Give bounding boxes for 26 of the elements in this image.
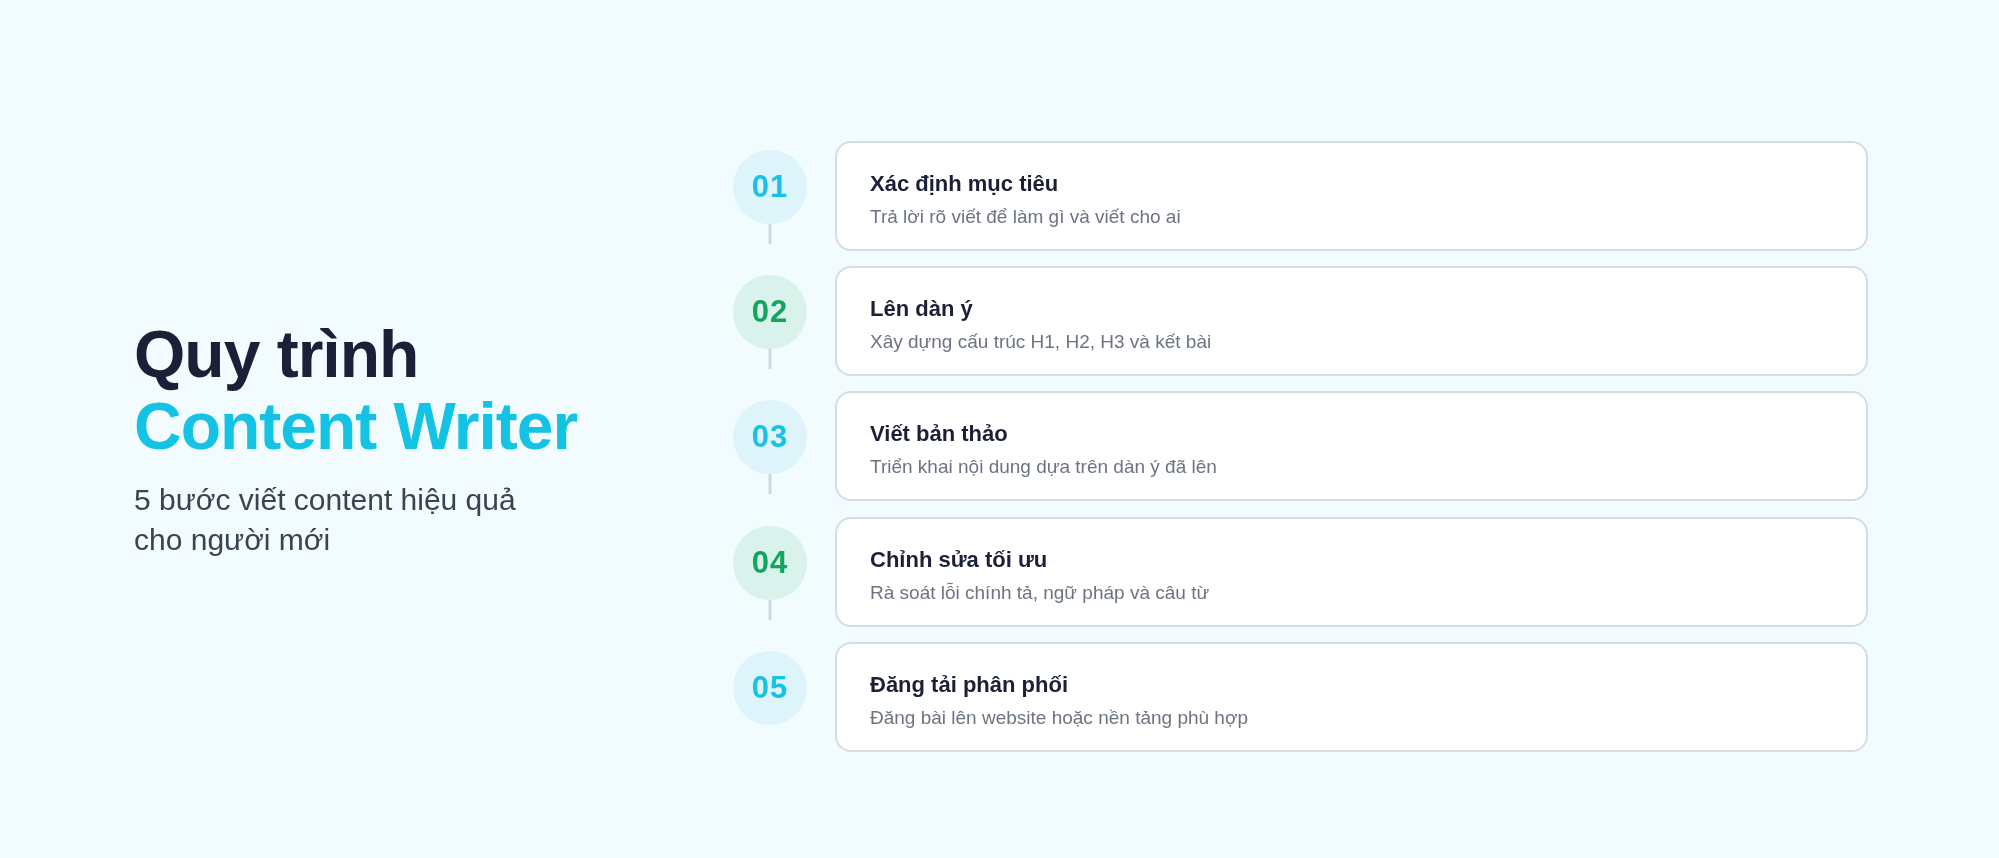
step-title: Xác định mục tiêu	[870, 170, 1059, 198]
step-description: Xây dựng cấu trúc H1, H2, H3 và kết bài	[870, 330, 1212, 354]
step-card	[835, 141, 1868, 251]
step-title: Đăng tải phân phối	[870, 671, 1068, 699]
step-description: Triển khai nội dung dựa trên dàn ý đã lên	[870, 455, 1217, 479]
step-number: 02	[751, 294, 789, 330]
step-description: Trả lời rõ viết để làm gì và viết cho ai	[870, 205, 1181, 229]
step-title: Lên dàn ý	[870, 295, 973, 323]
step-card	[835, 517, 1868, 627]
connector-line	[768, 474, 772, 494]
step-title: Viết bản thảo	[870, 420, 1008, 448]
step-description: Đăng bài lên website hoặc nền tảng phù hợp	[870, 706, 1248, 730]
step-number: 04	[751, 545, 789, 581]
step-number: 03	[751, 419, 789, 455]
page-title: Quy trình Content Writer	[134, 318, 579, 462]
connector-line	[768, 600, 772, 620]
step-number: 01	[751, 169, 789, 205]
step-card	[835, 642, 1868, 752]
connector-line	[768, 224, 772, 244]
step-number: 05	[751, 670, 789, 706]
connector-line	[768, 349, 772, 369]
step-title: Chỉnh sửa tối ưu	[870, 546, 1048, 574]
subtitle: 5 bước viết content hiệu quả cho người mới	[134, 482, 517, 558]
step-card	[835, 391, 1868, 501]
step-description: Rà soát lỗi chính tả, ngữ pháp và câu từ	[870, 581, 1210, 605]
step-card	[835, 266, 1868, 376]
